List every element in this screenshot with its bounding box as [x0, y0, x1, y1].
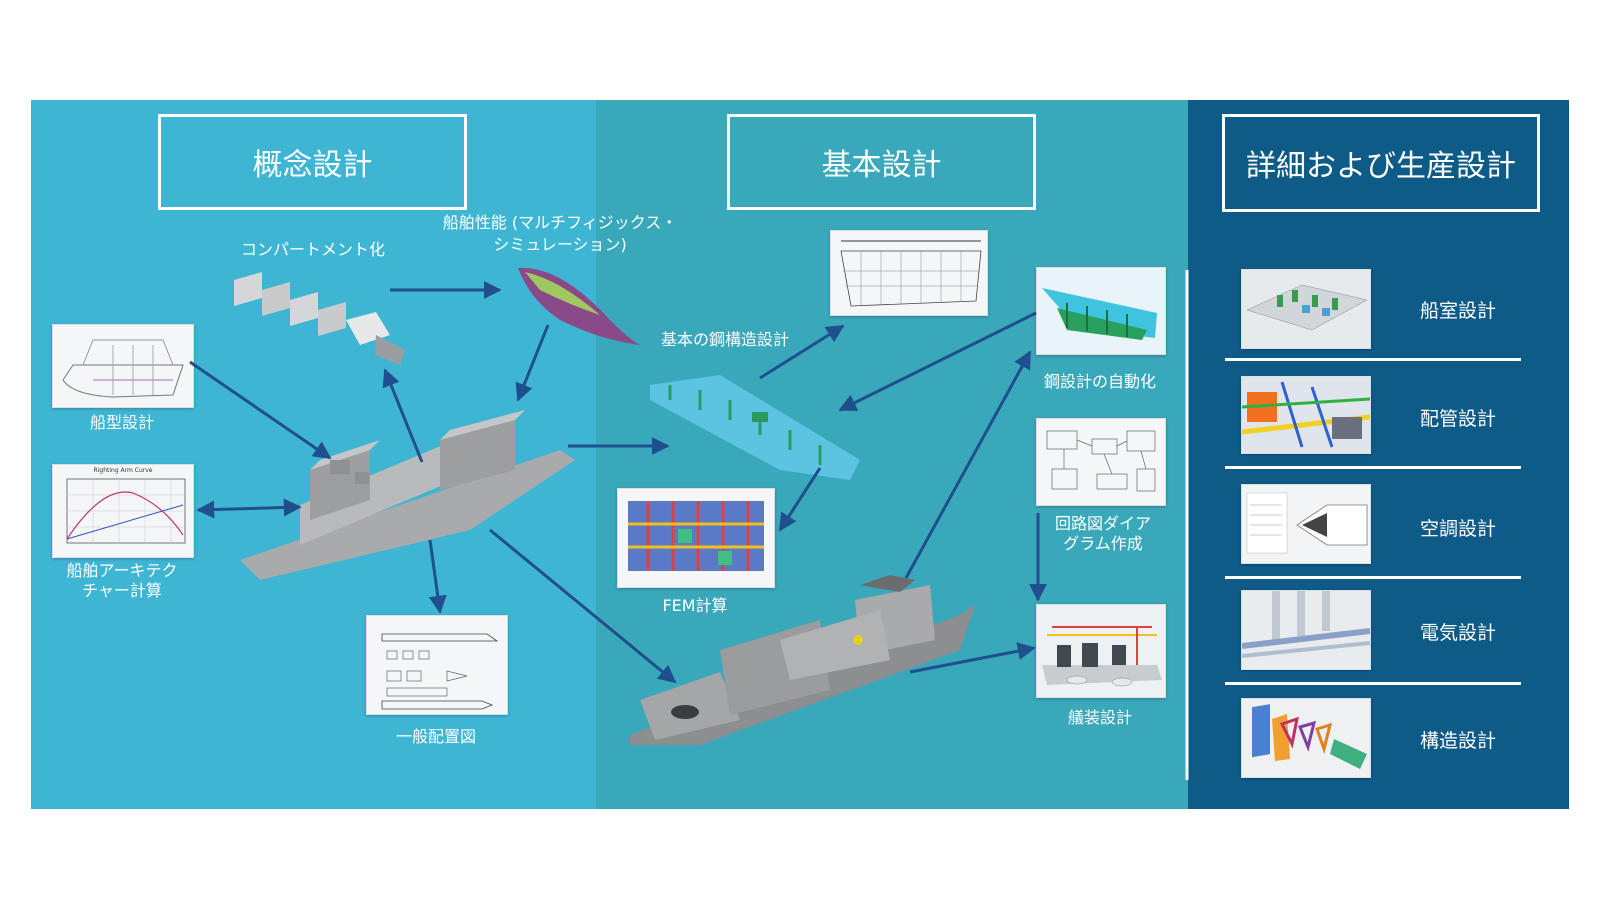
- concept-ship-model-icon: [240, 410, 575, 580]
- hvac-design-label: 空調設計: [1420, 518, 1497, 540]
- architecture-label-line2: チャー計算: [82, 581, 162, 600]
- concept-design-header: 概念設計: [158, 114, 467, 210]
- hull-performance-model-icon: [518, 267, 640, 345]
- circuit-label-line2: グラム作成: [1063, 534, 1143, 553]
- detail-divider: [1225, 358, 1521, 361]
- hvac-design-thumbnail: [1241, 484, 1371, 564]
- general-arrangement-label: 一般配置図: [395, 727, 476, 746]
- detail-design-panel: [1188, 100, 1569, 809]
- detail-divider: [1225, 682, 1521, 685]
- performance-label-line2: シミュレーション): [493, 235, 627, 254]
- outfitting-thumbnail: [1036, 604, 1166, 698]
- cabin-design-label: 船室設計: [1420, 300, 1497, 322]
- righting-arm-curve-thumbnail: Righting Arm Curve: [52, 464, 194, 558]
- fem-label: FEM計算: [662, 596, 728, 615]
- general-arrangement-thumbnail: [366, 615, 508, 715]
- steel-automation-thumbnail: [1036, 267, 1166, 355]
- circuit-diagram-thumbnail: [1036, 418, 1166, 506]
- structural-design-thumbnail: [1241, 698, 1371, 778]
- structural-design-label: 構造設計: [1420, 730, 1497, 752]
- performance-label-line1: 船舶性能 (マルチフィジックス・: [442, 213, 678, 232]
- hull-form-label: 船型設計: [89, 413, 154, 432]
- fem-calculation-thumbnail: [617, 488, 775, 588]
- compartment-label: コンパートメント化: [240, 240, 385, 259]
- cabin-design-thumbnail: [1241, 269, 1371, 349]
- righting-arm-title: Righting Arm Curve: [93, 467, 153, 474]
- righting-arm-chart-icon: [66, 478, 186, 544]
- circuit-label-line1: 回路図ダイア: [1054, 514, 1151, 533]
- basic-steel-label: 基本の鋼構造設計: [660, 330, 789, 349]
- piping-design-label: 配管設計: [1420, 408, 1497, 430]
- flow-arrows: [189, 281, 1047, 684]
- outfitting-label: 艤装設計: [1067, 708, 1132, 727]
- basic-steel-drawing-thumbnail: [830, 230, 988, 316]
- electrical-design-thumbnail: [1241, 590, 1371, 670]
- piping-design-thumbnail: [1241, 376, 1371, 454]
- steel-automation-label: 鋼設計の自動化: [1043, 372, 1156, 391]
- architecture-label-line1: 船舶アーキテク: [66, 561, 178, 580]
- electrical-design-label: 電気設計: [1420, 622, 1497, 644]
- detail-divider: [1225, 466, 1521, 469]
- detail-design-header: 詳細および生産設計: [1222, 114, 1540, 212]
- compartment-model-icon: [234, 272, 405, 365]
- detail-divider: [1225, 576, 1521, 579]
- hull-form-thumbnail: [52, 324, 194, 408]
- basic-design-header: 基本設計: [727, 114, 1036, 210]
- basic-steel-model-icon: [650, 375, 860, 480]
- basic-ship-model-icon: [630, 575, 975, 745]
